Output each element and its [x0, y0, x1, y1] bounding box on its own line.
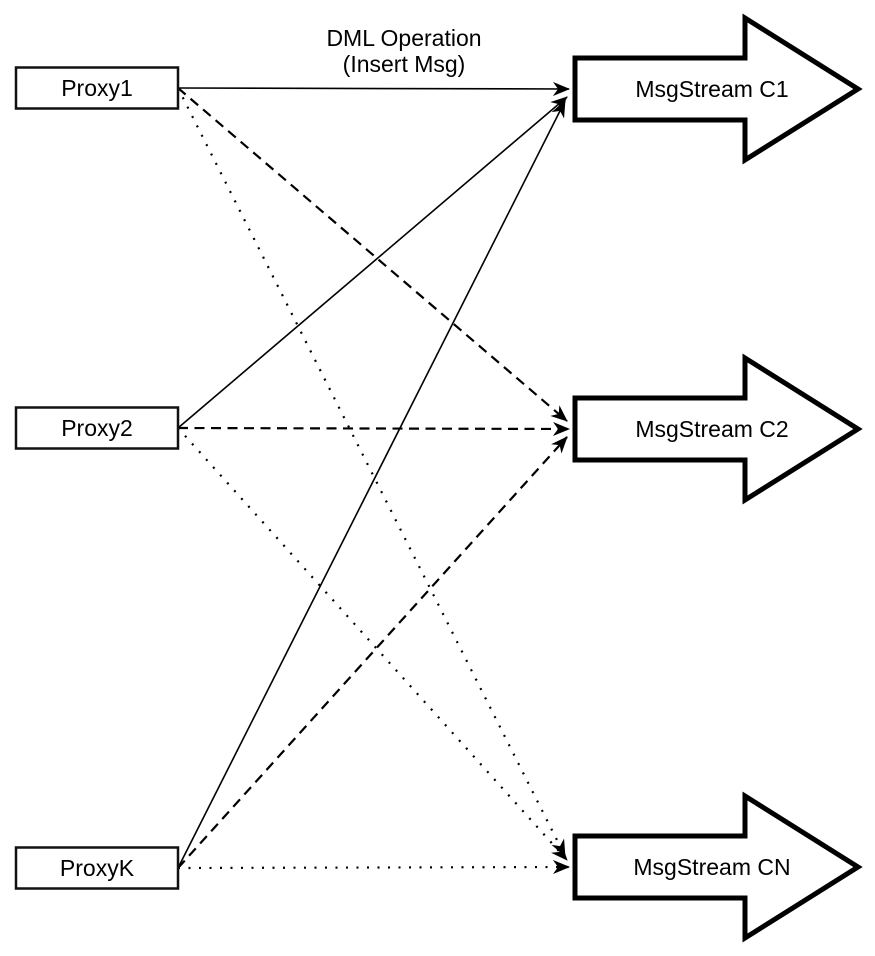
edge-proxy2-c1: [177, 96, 568, 429]
stream-c1: MsgStream C1: [572, 13, 863, 165]
proxy-box: [14, 66, 180, 110]
proxy-box: [14, 406, 180, 450]
stream-label: MsgStream C2: [635, 416, 788, 442]
proxy1-node: Proxy1: [14, 66, 180, 110]
edge-proxyk-cn: [177, 860, 570, 875]
edge-proxy1-cn: [177, 87, 566, 857]
edge-proxyk-c1: [177, 100, 566, 869]
annotation-line1: DML Operation: [326, 25, 481, 51]
stream-label: MsgStream C1: [635, 76, 788, 102]
proxy-label: ProxyK: [60, 855, 135, 881]
edge-proxy2-c2: [177, 421, 570, 436]
proxy-box: [14, 846, 180, 890]
stream-c2: MsgStream C2: [572, 353, 863, 505]
edge-proxy1-c2: [177, 87, 568, 422]
edge-proxy2-cn: [177, 427, 568, 861]
edge-proxy1-c1: [177, 81, 570, 96]
stream-label: MsgStream CN: [633, 854, 790, 880]
proxyk-node: ProxyK: [14, 846, 180, 890]
edges: [177, 81, 570, 875]
annotation: DML Operation (Insert Msg): [326, 25, 481, 77]
edge-proxyk-c2: [177, 436, 568, 869]
proxy2-node: Proxy2: [14, 406, 180, 450]
stream-arrow-shape: [572, 13, 863, 165]
proxy-label: Proxy2: [61, 415, 133, 441]
proxy-label: Proxy1: [61, 75, 133, 101]
annotation-line2: (Insert Msg): [343, 51, 466, 77]
stream-cn: MsgStream CN: [572, 791, 863, 943]
stream-arrow-shape: [572, 791, 863, 943]
stream-arrow-shape: [572, 353, 863, 505]
